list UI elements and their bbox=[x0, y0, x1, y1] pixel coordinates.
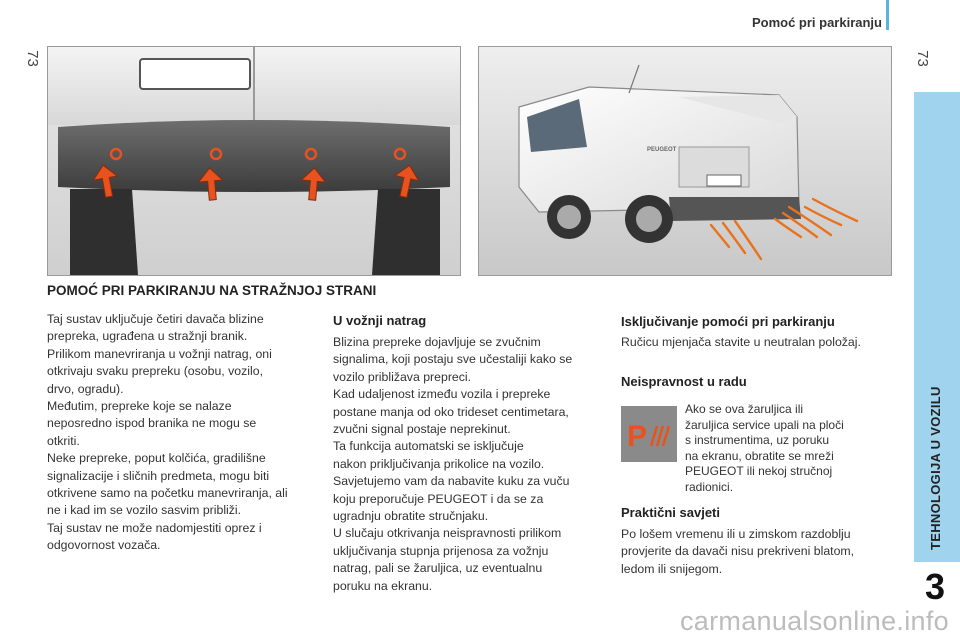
text-line: zvučni signal postaje neprekinut. bbox=[333, 422, 511, 437]
reversing-paragraph: Blizina prepreke dojavljuje se zvučnim s… bbox=[333, 334, 572, 595]
page-number-left: 73 bbox=[23, 50, 41, 67]
sensor-2 bbox=[209, 147, 223, 161]
warning-icon-letter: P bbox=[627, 420, 647, 453]
chapter-side-label: TEHNOLOGIJA U VOZILU bbox=[928, 386, 943, 550]
malfunction-paragraph: Ako se ova žaruljica ili žaruljica servi… bbox=[685, 402, 844, 496]
text-line: na ekranu, obratite se mreži bbox=[685, 448, 834, 463]
practical-tips-heading: Praktični savjeti bbox=[621, 505, 720, 520]
text-line: neposredno ispod branika ne mogu se bbox=[47, 416, 257, 431]
practical-tips-paragraph: Po lošem vremenu ili u zimskom razdoblju… bbox=[621, 526, 854, 578]
text-line: Neke prepreke, poput kolčića, gradilišne bbox=[47, 451, 266, 466]
van-brand-text: PEUGEOT bbox=[647, 147, 677, 153]
text-line: Taj sustav ne može nadomjestiti oprez i bbox=[47, 520, 262, 535]
text-line: signalima, koji postaju sve učestaliji k… bbox=[333, 352, 573, 367]
van-parking-sensors-figure: PEUGEOT bbox=[478, 46, 892, 276]
text-line: Kad udaljenost između vozila i prepreke bbox=[333, 387, 551, 402]
text-line: Po lošem vremenu ili u zimskom razdoblju bbox=[621, 527, 851, 541]
header-accent-bar bbox=[886, 0, 889, 30]
section-title: POMOĆ PRI PARKIRANJU NA STRAŽNJOJ STRANI bbox=[47, 283, 377, 298]
text-line: otkriti. bbox=[47, 433, 80, 448]
text-line: otkrivene samo na početku manevriranja, … bbox=[47, 486, 288, 501]
text-line: vozilo približava prepreci. bbox=[333, 369, 472, 384]
deactivation-paragraph: Ručicu mjenjača stavite u neutralan polo… bbox=[621, 334, 861, 351]
text-line: natrag, pali se žaruljica, uz eventualnu bbox=[333, 561, 543, 576]
text-line: provjerite da davači nisu prekriveni bla… bbox=[621, 544, 855, 559]
text-line: Ručicu mjenjača stavite u neutralan polo… bbox=[621, 335, 861, 349]
text-line: U slučaju otkrivanja neispravnosti prili… bbox=[333, 526, 562, 541]
text-line: PEUGEOT ili nekoj stručnoj bbox=[685, 464, 833, 479]
text-line: Taj sustav uključuje četiri davača blizi… bbox=[47, 312, 264, 326]
text-line: žaruljica service upali na ploči bbox=[685, 417, 844, 432]
text-line: Ako se ova žaruljica ili bbox=[685, 402, 804, 416]
text-line: Međutim, prepreke koje se nalaze bbox=[47, 399, 232, 414]
text-line: poruku na ekranu. bbox=[333, 578, 433, 593]
text-line: signalizacije i sličnih predmeta, mogu b… bbox=[47, 468, 270, 483]
chapter-side-tab bbox=[914, 92, 960, 562]
sensor-1 bbox=[109, 147, 123, 161]
text-line: nakon priključivanja prikolice na vozilo… bbox=[333, 456, 545, 471]
header-title: Pomoć pri parkiranju bbox=[751, 15, 882, 30]
text-line: ledom ili snijegom. bbox=[621, 561, 723, 576]
sensor-3 bbox=[304, 147, 318, 161]
reversing-heading: U vožnji natrag bbox=[333, 313, 427, 328]
rear-bumper-figure bbox=[47, 46, 461, 276]
intro-paragraph: Taj sustav uključuje četiri davača blizi… bbox=[47, 311, 288, 555]
text-line: odgovornost vozača. bbox=[47, 538, 161, 553]
text-line: prepreka, ugrađena u stražnji branik. bbox=[47, 329, 248, 344]
text-line: Prilikom manevriranja u vožnji natrag, o… bbox=[47, 346, 272, 361]
parking-sensor-warning-icon: P bbox=[621, 406, 677, 462]
text-line: otkrivaju svaku prepreku (osobu, vozilo, bbox=[47, 364, 263, 379]
sensor-4 bbox=[393, 147, 407, 161]
text-line: Blizina prepreke dojavljuje se zvučnim bbox=[333, 335, 541, 349]
text-line: Savjetujemo vam da nabavite kuku za vuču bbox=[333, 474, 570, 489]
text-line: drvo, ogradu). bbox=[47, 381, 124, 396]
text-line: koju preporučuje PEUGEOT i da se za bbox=[333, 491, 544, 506]
chapter-number: 3 bbox=[925, 566, 946, 607]
text-line: postane manja od oko trideset centimetar… bbox=[333, 404, 569, 419]
page-number-right: 73 bbox=[913, 50, 931, 67]
text-line: radionici. bbox=[685, 479, 734, 494]
text-line: Ta funkcija automatski se isključuje bbox=[333, 439, 524, 454]
deactivation-heading: Isključivanje pomoći pri parkiranju bbox=[621, 314, 835, 329]
text-line: ugradnju obratite stručnjaku. bbox=[333, 509, 489, 524]
watermark: carmanualsonline.info bbox=[680, 606, 949, 636]
text-line: uključivanja stupnja prijenosa za vožnju bbox=[333, 543, 549, 558]
text-line: s instrumentima, uz poruku bbox=[685, 433, 830, 448]
text-line: ne i kad im se vozilo sasvim približi. bbox=[47, 503, 242, 518]
malfunction-heading: Neispravnost u radu bbox=[621, 374, 747, 389]
